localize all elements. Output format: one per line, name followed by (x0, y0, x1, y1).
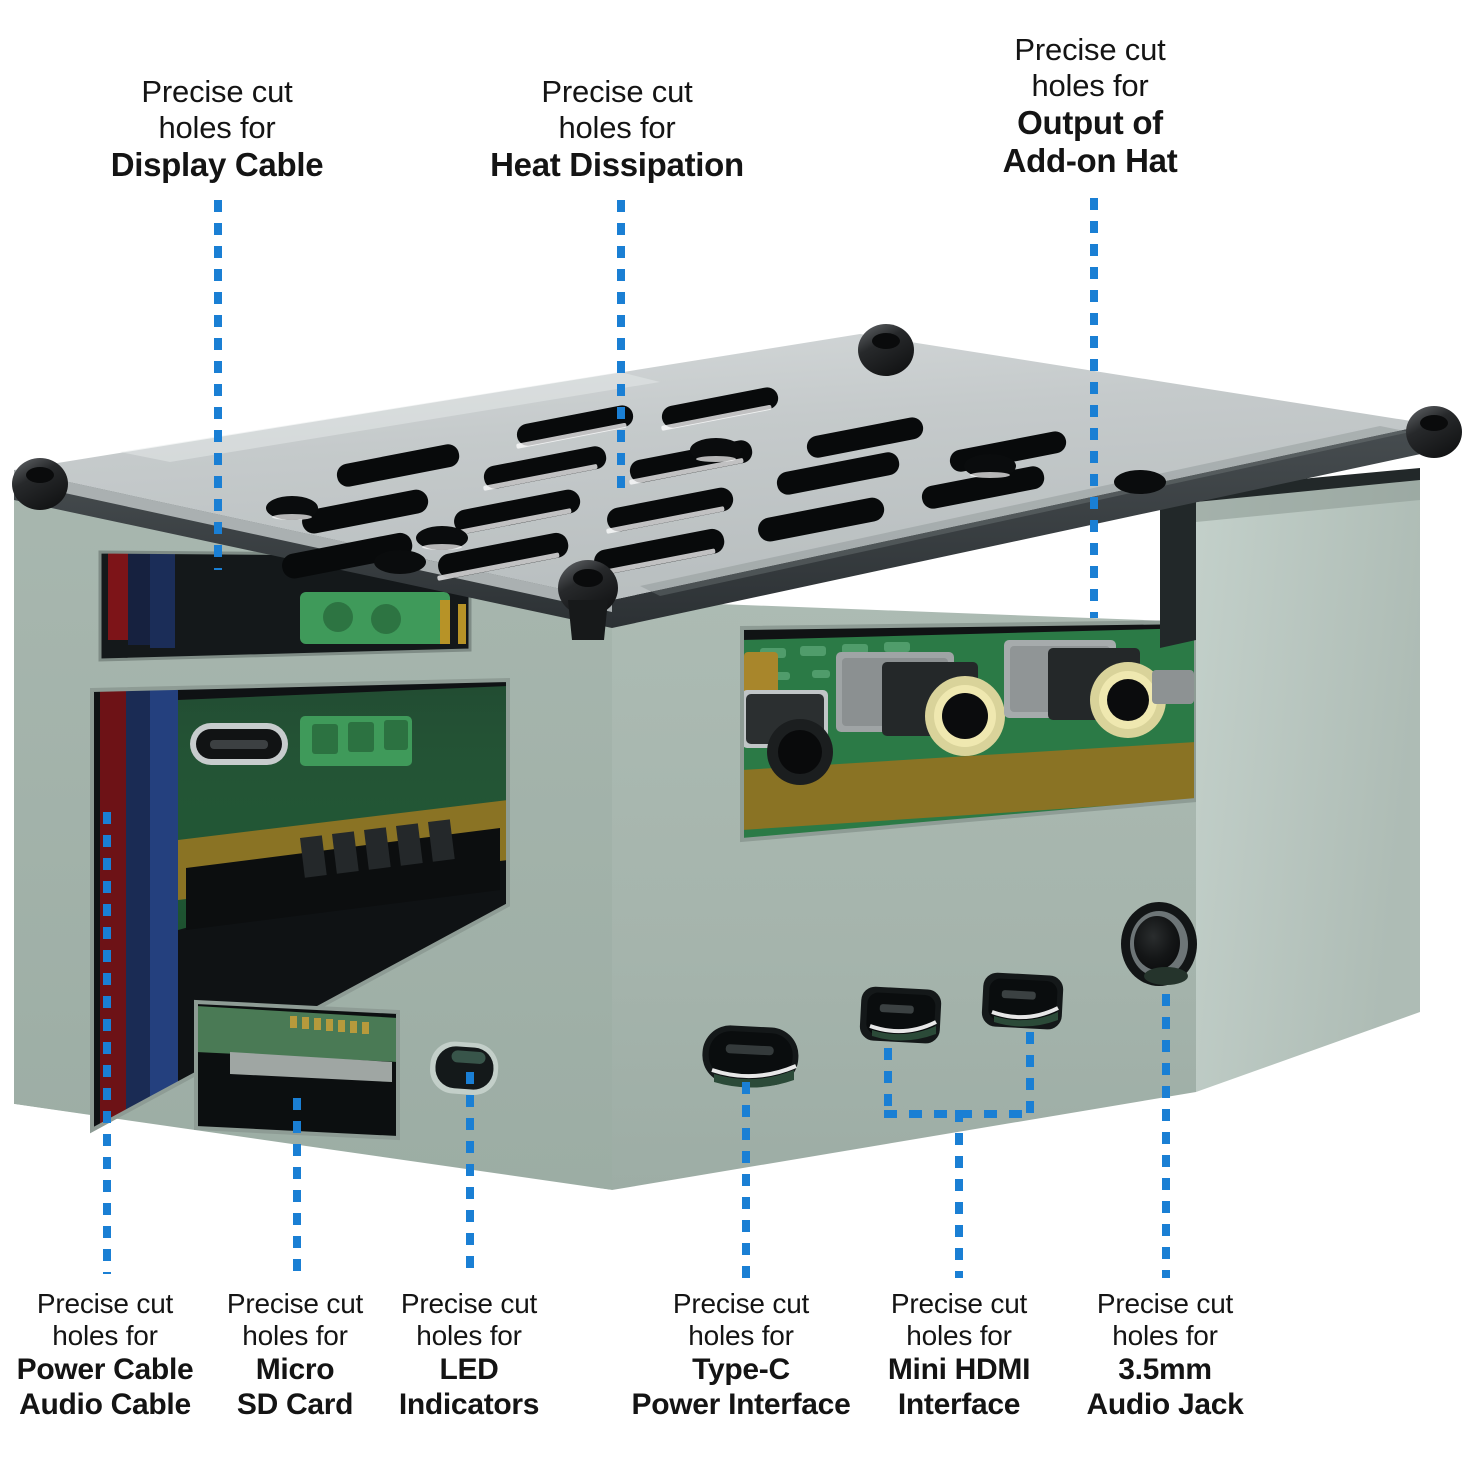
audio-jack-port (1121, 902, 1197, 986)
callout-emph-2: SD Card (236, 1387, 354, 1421)
callout-emph-2: Audio Cable (19, 1387, 191, 1421)
callout-lead-1: Precise cut (36, 1288, 174, 1319)
callout-emph-1: Type-C (692, 1352, 790, 1386)
callout-type-c-power: Precise cut holes for Type-C Power Inter… (610, 1288, 872, 1423)
micro-sd-internals (196, 1002, 398, 1138)
addon-hat-internals (742, 622, 1196, 840)
callout-emph-1: 3.5mm (1118, 1352, 1212, 1386)
callout-lead-1: Precise cut (141, 74, 293, 109)
leader-line-led-indicators (466, 1072, 474, 1276)
leader-line-add-on-hat (1090, 198, 1098, 618)
callout-emph-2: Power Interface (631, 1387, 851, 1421)
callout-lead-2: holes for (906, 1320, 1012, 1352)
callout-lead-2: holes for (558, 109, 676, 145)
lid-round-holes (266, 438, 1166, 574)
callout-lead-2: holes for (688, 1320, 794, 1352)
callout-lead-1: Precise cut (400, 1288, 538, 1319)
type-c-power-port (702, 1025, 799, 1088)
leader-line-hdmi-left-stub (884, 1048, 892, 1116)
callout-lead-2: holes for (242, 1320, 348, 1352)
corner-screw (558, 560, 618, 640)
case-lid (14, 334, 1430, 612)
mini-hdmi-port (859, 986, 942, 1044)
callout-emph-1: Mini HDMI (887, 1352, 1031, 1386)
callout-display-cable: Precise cut holes for Display Cable (52, 74, 382, 184)
callout-mini-hdmi: Precise cut holes for Mini HDMI Interfac… (862, 1288, 1056, 1423)
callout-emph-1: Output of (1017, 103, 1163, 141)
callout-lead-2: holes for (1112, 1320, 1218, 1352)
callout-lead-1: Precise cut (541, 74, 693, 109)
callout-add-on-hat: Precise cut holes for Output of Add-on H… (935, 32, 1245, 180)
leader-line-hdmi-drop (955, 1110, 963, 1278)
corner-screw (12, 458, 68, 510)
callout-led-indicators: Precise cut holes for LED Indicators (386, 1288, 552, 1423)
callout-lead-1: Precise cut (1096, 1288, 1234, 1319)
case-front-panel (612, 600, 1196, 1190)
callout-emph-1: Display Cable (110, 145, 324, 183)
corner-screw (1406, 406, 1462, 458)
leader-line-heat-dissipation (617, 200, 625, 495)
callout-power-audio-cable: Precise cut holes for Power Cable Audio … (0, 1288, 214, 1423)
left-display-cable-internals (100, 552, 470, 660)
leader-line-hdmi-right-stub (1026, 1032, 1034, 1116)
leader-line-audio-jack (1162, 994, 1170, 1278)
callout-audio-jack: Precise cut holes for 3.5mm Audio Jack (1078, 1288, 1252, 1423)
callout-emph-2: Audio Jack (1086, 1387, 1244, 1421)
callout-lead-1: Precise cut (1014, 32, 1166, 67)
callout-emph-2: Add-on Hat (1002, 142, 1178, 180)
callout-lead-2: holes for (52, 1320, 158, 1352)
case-top-rim (14, 424, 1430, 628)
callout-lead-2: holes for (158, 109, 276, 145)
callout-emph-2: Indicators (398, 1387, 540, 1421)
callout-emph-1: Micro (255, 1352, 335, 1386)
corner-screw (858, 324, 914, 376)
callout-heat-dissipation: Precise cut holes for Heat Dissipation (452, 74, 782, 184)
callout-emph-1: LED (439, 1352, 499, 1386)
callout-emph-1: Power Cable (16, 1352, 194, 1386)
callout-lead-1: Precise cut (672, 1288, 810, 1319)
case-right-panel (1196, 476, 1420, 1092)
callout-micro-sd-card: Precise cut holes for Micro SD Card (212, 1288, 378, 1423)
led-indicator-window (429, 1041, 499, 1096)
lid-vent-slots (282, 387, 1067, 581)
mini-hdmi-port (981, 972, 1064, 1030)
callout-lead-1: Precise cut (890, 1288, 1028, 1319)
leader-line-display-cable (214, 200, 222, 570)
leader-line-power-audio-cable (103, 812, 111, 1274)
leader-line-type-c-power (742, 1082, 750, 1278)
callout-lead-2: holes for (416, 1320, 522, 1352)
leader-line-micro-sd-card (293, 1098, 301, 1278)
callout-lead-1: Precise cut (226, 1288, 364, 1319)
callout-lead-2: holes for (1031, 67, 1149, 103)
callout-emph-1: Heat Dissipation (490, 145, 744, 183)
callout-emph-2: Interface (897, 1387, 1021, 1421)
